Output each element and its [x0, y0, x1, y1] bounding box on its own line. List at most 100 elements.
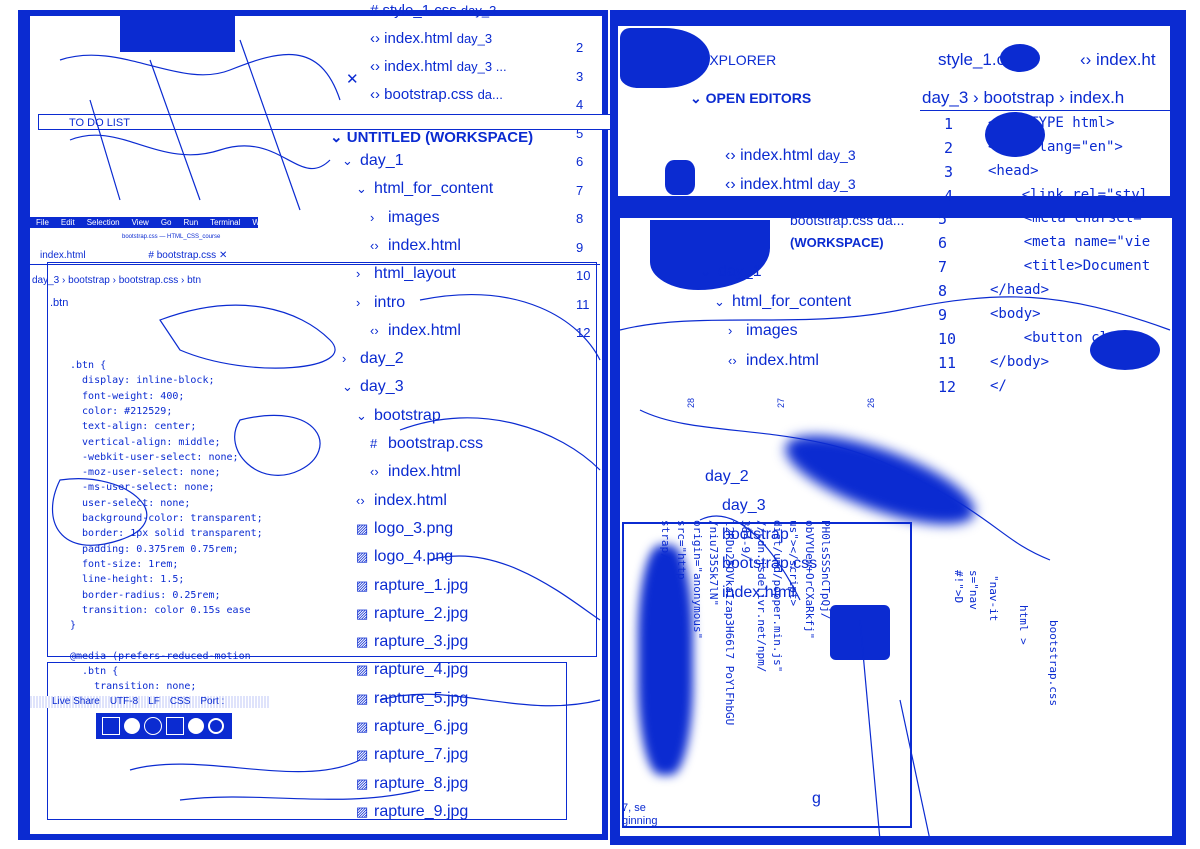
tree-item[interactable]: #bootstrap.css: [370, 435, 483, 453]
close-icon[interactable]: ✕: [218, 250, 228, 261]
tree-item[interactable]: ⌄html_for_content: [356, 180, 493, 198]
code-icon: ‹›: [725, 147, 741, 164]
close-icon[interactable]: ✕: [346, 71, 359, 88]
tree-item-label: logo_4.png: [374, 548, 454, 566]
tree-item[interactable]: ›images: [370, 209, 440, 227]
breadcrumb-item[interactable]: bootstrap: [68, 275, 110, 286]
tree-item-label: day_2: [360, 350, 404, 368]
right-top-window: [618, 26, 1170, 196]
tree-item-label: bootstrap.css: [388, 435, 484, 452]
status-item[interactable]: CSS: [169, 696, 191, 707]
tree-item[interactable]: ▨rapture_5.jpg: [356, 690, 468, 708]
tree-item[interactable]: ▨logo_3.png: [356, 520, 453, 538]
gauge-icon[interactable]: [208, 718, 224, 734]
tree-item[interactable]: ▨rapture_7.jpg: [356, 746, 468, 764]
tab-item[interactable]: ‹› bootstrap.css da...: [370, 86, 503, 103]
code-line: user-select: none;: [70, 497, 191, 509]
tree-item[interactable]: ▨rapture_8.jpg: [356, 775, 468, 793]
tree-item-label: day_3: [360, 378, 404, 396]
code-line: </: [990, 378, 1007, 394]
code-icon: ‹›: [1080, 50, 1097, 69]
tree-item[interactable]: ⌄ day_3: [342, 378, 404, 396]
menu-item[interactable]: Run: [183, 218, 199, 227]
tree-item-label: rapture_8.jpg: [374, 774, 469, 792]
tab-label: style_1.css: [382, 2, 457, 19]
menu-item[interactable]: File: [36, 218, 49, 227]
status-item[interactable]: Port :: [200, 696, 225, 707]
tree-item[interactable]: ▨rapture_4.jpg: [356, 661, 468, 679]
chevron-right-icon: ›: [109, 275, 119, 286]
menu-item[interactable]: Go: [160, 218, 172, 227]
tab-item[interactable]: # style_1.css day_3: [370, 2, 496, 19]
menu-item[interactable]: Terminal: [210, 218, 241, 227]
browser-icon[interactable]: [124, 718, 140, 734]
thumbnail-image: [120, 10, 235, 52]
tab-item[interactable]: ‹› index.html day_3 ...: [370, 58, 507, 75]
tree-item[interactable]: ›html_layout: [356, 265, 456, 283]
tree-item[interactable]: ▨rapture_6.jpg: [356, 718, 468, 736]
code-line: }: [70, 620, 77, 632]
finder-icon[interactable]: [102, 717, 120, 735]
tree-item[interactable]: ‹›index.html: [370, 463, 461, 481]
menu-item[interactable]: Edit: [60, 218, 75, 227]
breadcrumb: day_3 › bootstrap › bootstrap.css › btn: [32, 275, 201, 286]
tree-item-label: logo_3.png: [374, 519, 454, 537]
tree-item[interactable]: ▨rapture_1.jpg: [356, 577, 468, 595]
menu-item[interactable]: Selection: [86, 218, 120, 227]
line-number: 2: [576, 40, 584, 55]
code-line: </body>: [990, 354, 1050, 370]
status-item[interactable]: LF: [148, 696, 160, 707]
line-number: 9: [576, 239, 584, 255]
status-item[interactable]: UTF-8: [109, 696, 139, 707]
tree-item[interactable]: ‹›index.html: [728, 352, 819, 370]
image-icon: ▨: [356, 605, 369, 621]
tree-item-label: rapture_9.jpg: [374, 802, 469, 820]
tree-item[interactable]: ‹›index.html: [370, 237, 461, 255]
tree-item[interactable]: ‹›index.html: [370, 322, 461, 340]
breadcrumb-item[interactable]: day_3: [32, 275, 60, 286]
breadcrumb-item[interactable]: btn: [187, 275, 202, 286]
workspace-fragment: (WORKSPACE): [790, 235, 884, 250]
menu-item[interactable]: Wi: [252, 218, 258, 227]
tree-item[interactable]: ›images: [728, 322, 798, 340]
bootstrap-tab-fragment: bootstrap.css da...: [790, 212, 905, 228]
tab-bootstrap-css[interactable]: bootstrap.css: [156, 250, 217, 261]
tree-item[interactable]: ▨rapture_3.jpg: [356, 633, 468, 651]
tree-item[interactable]: ›day_2: [342, 350, 404, 368]
tab-index-html[interactable]: ‹› index.ht: [1080, 50, 1156, 70]
tree-item[interactable]: ⌄bootstrap: [356, 407, 441, 425]
tab-index-html[interactable]: index.html: [40, 250, 86, 261]
tab-style-css[interactable]: style_1.c: [938, 50, 1006, 69]
tree-item[interactable]: ⌄day_1: [342, 152, 404, 170]
tree-item[interactable]: ⌄day_1: [700, 263, 762, 281]
tree-item[interactable]: ‹›index.html: [356, 492, 447, 510]
open-editor-item[interactable]: ‹› index.html day_3: [725, 147, 856, 165]
tree-item[interactable]: day_2: [705, 468, 749, 485]
image-icon: ▨: [356, 719, 369, 734]
tree-item[interactable]: ▨rapture_2.jpg: [356, 605, 468, 623]
tree-item[interactable]: ▨logo_4.png: [356, 548, 453, 566]
status-item[interactable]: Live Share: [52, 696, 100, 707]
tab-label: bootstrap.css: [384, 86, 474, 103]
editor-tabs: index.html # bootstrap.css ✕: [30, 250, 600, 265]
tree-item-label: html_for_content: [732, 292, 852, 310]
open-editor-item[interactable]: ‹› index.html day_3: [725, 176, 856, 194]
tab-item[interactable]: ‹› index.html day_3: [370, 30, 492, 47]
app-icon[interactable]: [144, 717, 162, 735]
app-icon[interactable]: [166, 717, 184, 735]
workspace-header: ⌄ UNTITLED (WORKSPACE): [330, 128, 533, 146]
breadcrumb-item[interactable]: bootstrap: [983, 88, 1055, 107]
breadcrumb-item[interactable]: bootstrap.css: [118, 275, 179, 286]
tree-item[interactable]: ▨rapture_9.jpg: [356, 803, 468, 821]
line-number: 7: [938, 258, 948, 276]
tree-item[interactable]: ›intro: [356, 294, 405, 312]
tree-item[interactable]: day_3: [722, 497, 766, 514]
code-line: <head>: [988, 163, 1039, 179]
chevron-down-icon: ⌄: [342, 379, 353, 395]
rocket-icon[interactable]: [188, 718, 204, 734]
tree-item-label: rapture_3.jpg: [374, 633, 469, 651]
tree-item[interactable]: ⌄html_for_content: [714, 293, 851, 311]
menu-item[interactable]: View: [131, 218, 149, 227]
breadcrumb-item[interactable]: day_3: [922, 88, 969, 107]
breadcrumb-item[interactable]: index.h: [1069, 88, 1125, 107]
